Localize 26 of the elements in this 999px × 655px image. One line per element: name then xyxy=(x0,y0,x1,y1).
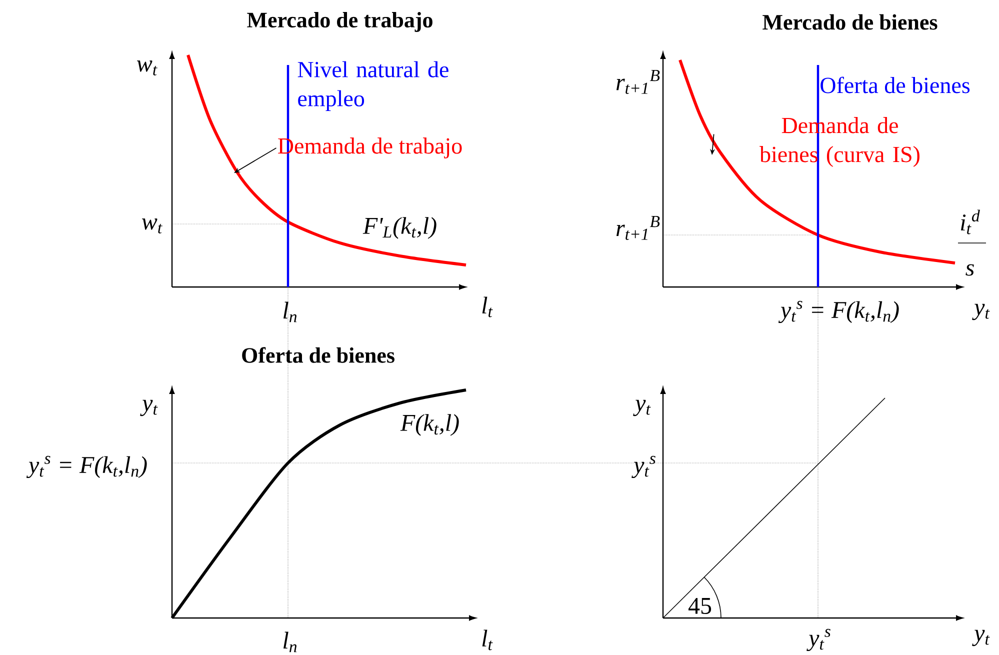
axis-label: F'$_{L}$(k$_{t}$,l) xyxy=(362,217,436,239)
axis-label: l$_{t}$ xyxy=(482,630,493,650)
axis-label: y$_{t}$ xyxy=(140,400,158,416)
axis-label: y$_{t}$$^{s}$ = F(k$_{t}$,l$_{n}$) xyxy=(778,300,899,324)
panel-title: Oferta de bienes xyxy=(242,347,394,363)
axis-label: y$_{t}$$^{s}$ = F(k$_{t}$,l$_{n}$) xyxy=(26,456,147,478)
axis-label: y$_{t}$ xyxy=(972,630,990,646)
axis-label: s xyxy=(966,264,974,276)
line-label: Oferta de bienes xyxy=(820,76,970,94)
axis-label: F(k$_{t}$,l) xyxy=(400,414,459,436)
line-label: Nivel natural de empleo xyxy=(298,61,448,112)
axis-label: y$_{t}$s xyxy=(632,456,656,478)
axis-label: y$_{t}$ xyxy=(972,304,990,320)
axis-label: w$_{t}$ xyxy=(142,218,162,234)
panel-title: Mercado de trabajo xyxy=(247,12,432,32)
axis-label: y$_{t}$s xyxy=(806,628,830,652)
axis-label: l$_{t}$ xyxy=(482,296,493,318)
panel-title: Mercado de bienes xyxy=(762,14,938,30)
axis-label: w$_{t}$ xyxy=(137,60,158,76)
axis-label: y$_{t}$ xyxy=(633,400,651,416)
angle-label: 45 xyxy=(688,598,712,614)
axis-label: l$_{n}$ xyxy=(284,632,297,652)
axis-label: l$_{n}$ xyxy=(284,302,297,322)
axis-label: r$_{t+1}$B xyxy=(616,216,660,240)
axis-label: r$_{t+1}$B xyxy=(616,70,660,94)
axis-label: i$_{t}$d xyxy=(960,210,980,234)
